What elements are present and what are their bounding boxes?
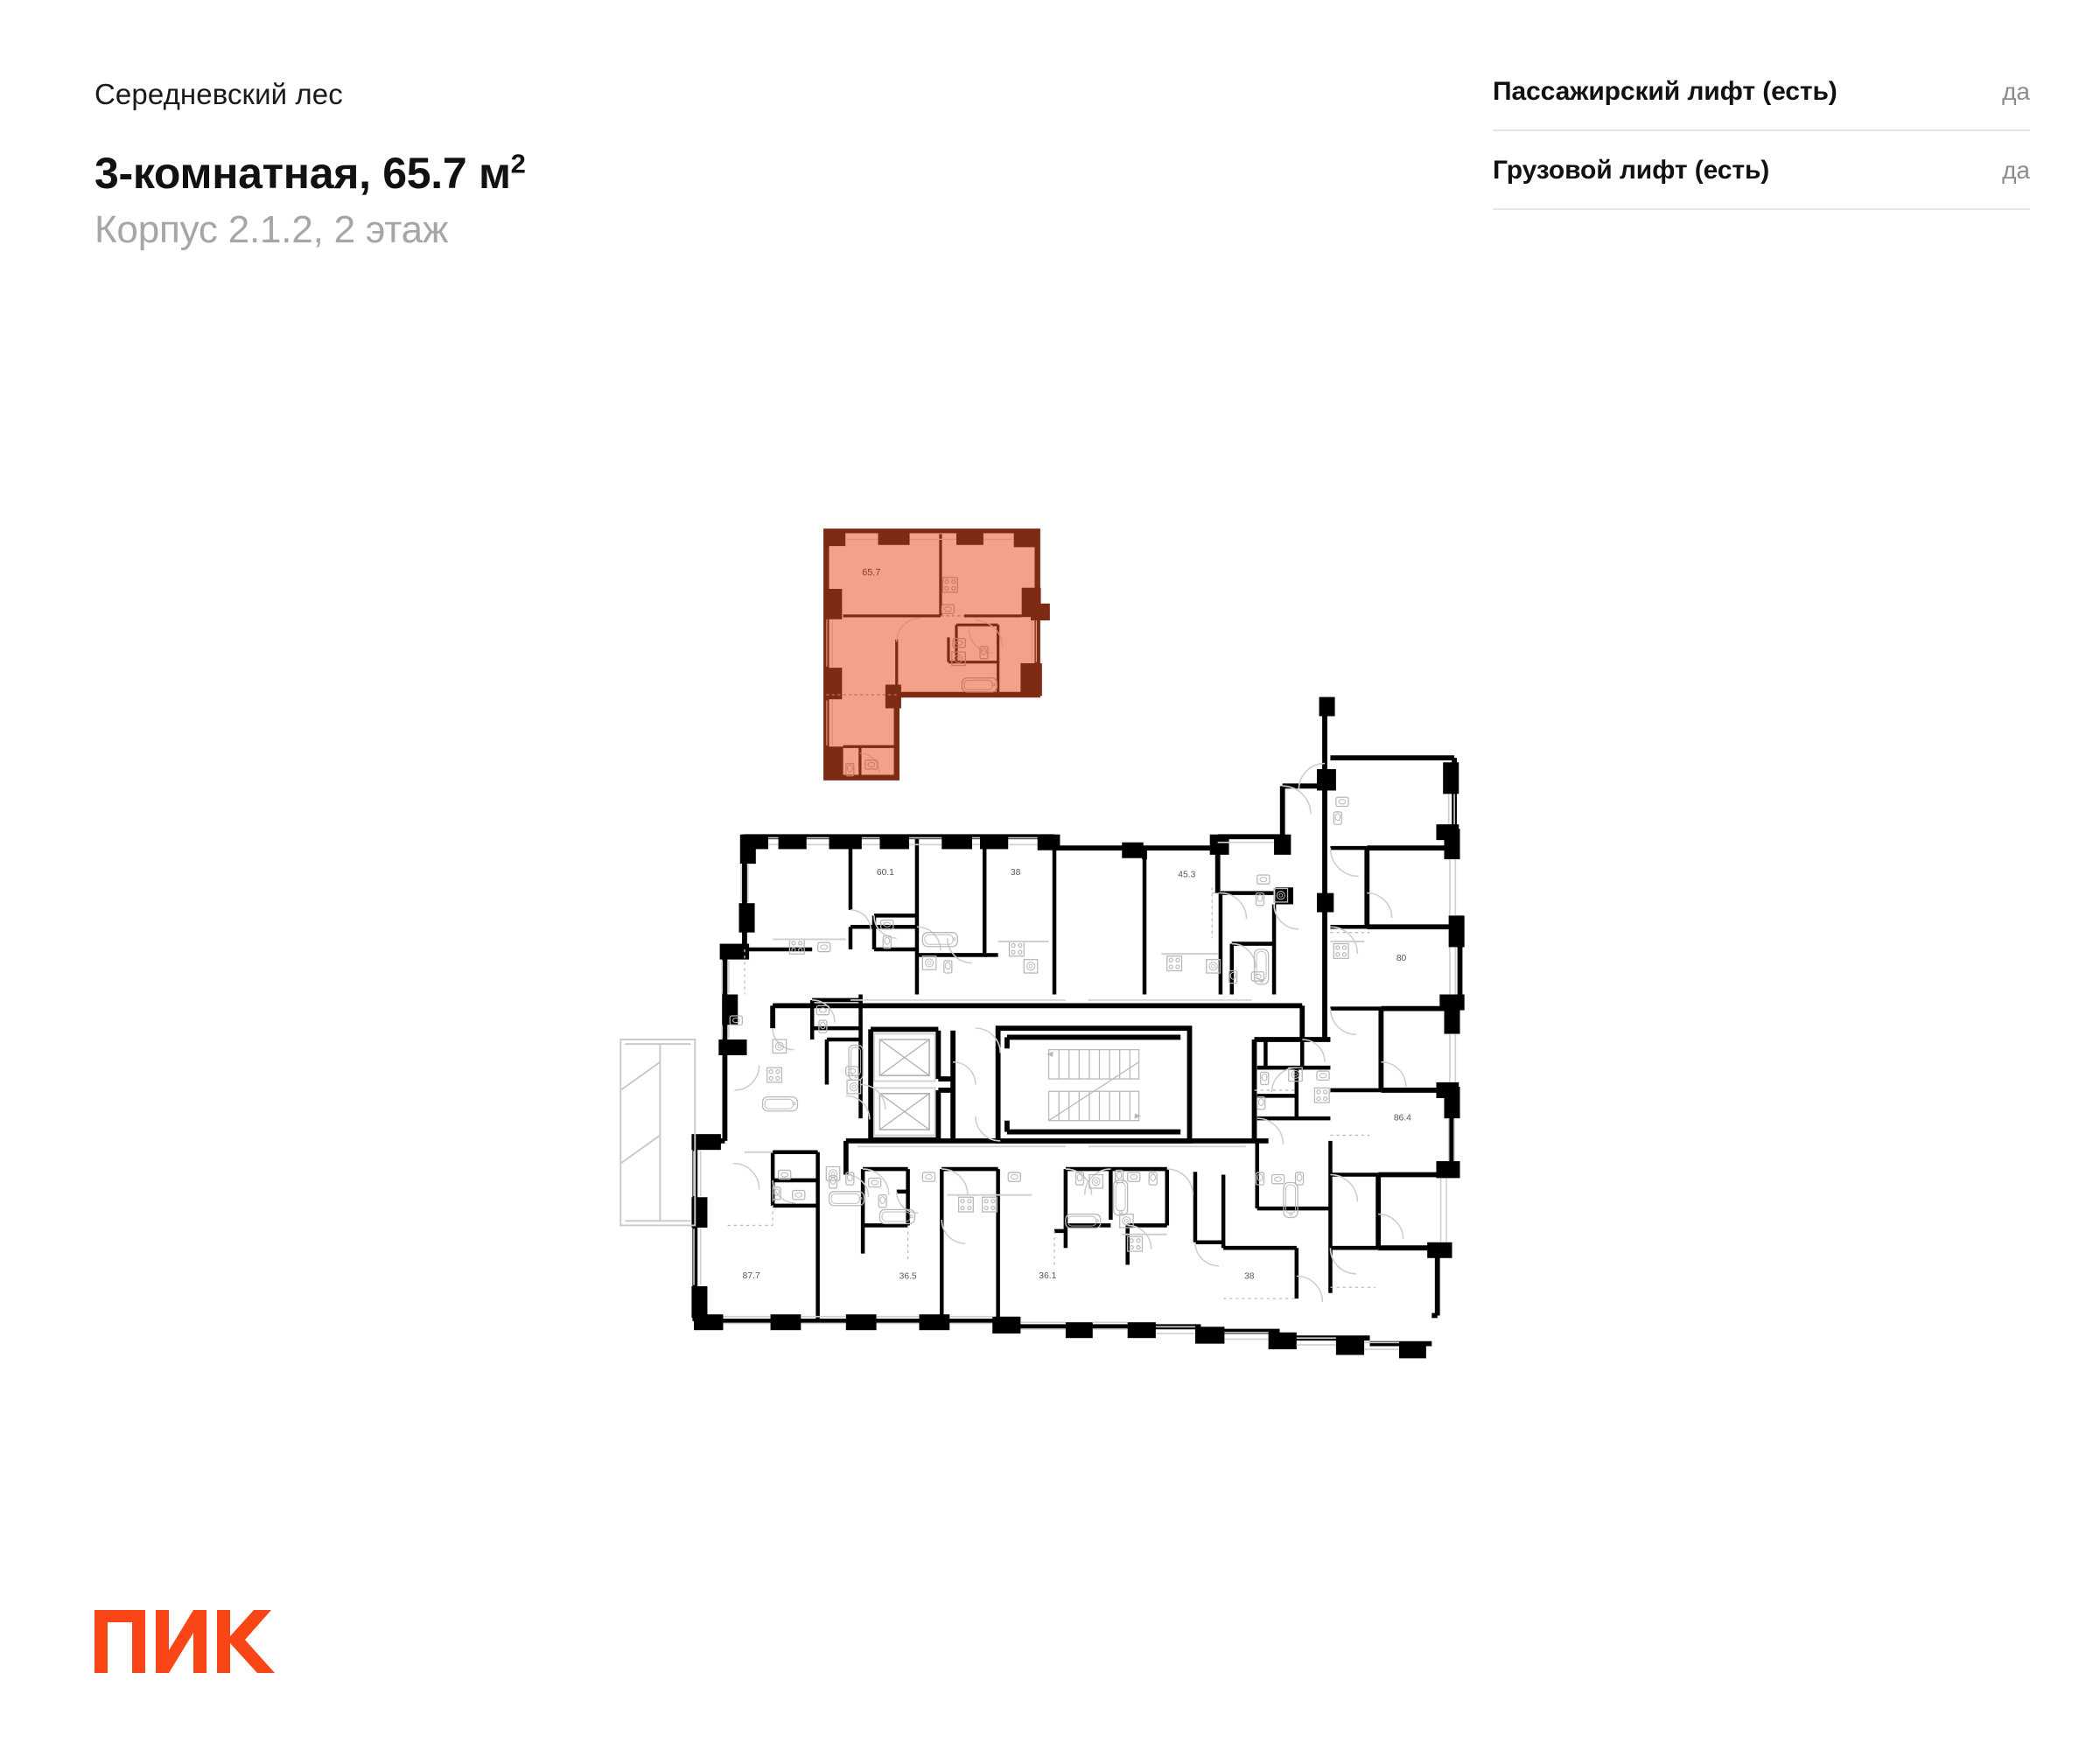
spec-row-passenger-elevator: Пассажирский лифт (есть) да	[1493, 77, 2030, 131]
area-label: 38	[1011, 868, 1021, 878]
highlight-doors	[859, 617, 1004, 773]
spec-value: да	[2002, 157, 2030, 184]
flat-title-text: 3-комнатная, 65.7 м	[94, 148, 511, 198]
floor-plan[interactable]: 65.7	[604, 499, 1505, 1400]
highlighted-apartment[interactable]: 65.7	[823, 528, 1050, 780]
dashed-lines	[727, 887, 1376, 1299]
area-label: 45.3	[1178, 871, 1195, 880]
flat-subtitle: Корпус 2.1.2, 2 этаж	[94, 208, 449, 252]
passenger-elevator-shaft	[873, 1032, 936, 1082]
windows	[693, 794, 1457, 1350]
header: Середневский лес 3-комнатная, 65.7 м2 Ко…	[94, 77, 1057, 254]
highlight-fill	[826, 531, 1038, 778]
area-label: 38	[1244, 1272, 1255, 1282]
page-title: 3-комнатная, 65.7 м2	[94, 149, 1057, 200]
area-label: 36.1	[1039, 1271, 1056, 1281]
specs-panel: Пассажирский лифт (есть) да Грузовой лиф…	[1493, 77, 2030, 210]
elevator-shafts	[868, 1026, 956, 1143]
fixtures	[729, 796, 1349, 1252]
spec-row-freight-elevator: Грузовой лифт (есть) да	[1493, 156, 2030, 210]
area-label: 80	[1396, 954, 1407, 963]
pik-logo-svg	[94, 1610, 275, 1673]
square-meter-superscript: 2	[510, 147, 526, 178]
area-label: 86.4	[1394, 1114, 1411, 1124]
structural-piers	[691, 696, 1465, 1359]
project-name: Середневский лес	[94, 78, 343, 110]
highlight-columns	[823, 528, 1050, 779]
pik-logo[interactable]	[94, 1610, 278, 1689]
area-label: 87.7	[743, 1271, 760, 1281]
highlight-windows	[826, 533, 1038, 746]
building-body	[620, 696, 1465, 1359]
counters	[744, 938, 1365, 1236]
spec-label: Грузовой лифт (есть)	[1493, 156, 1770, 185]
floor-plan-svg[interactable]: 65.7	[604, 499, 1505, 1400]
spec-label: Пассажирский лифт (есть)	[1493, 77, 1838, 106]
freight-elevator-shaft	[873, 1087, 936, 1137]
area-label: 60.1	[877, 868, 894, 878]
highlighted-area-label: 65.7	[862, 568, 880, 578]
area-label: 36.5	[900, 1272, 917, 1282]
area-labels: 60.1 38 45.3 80 86.4 87.7 36.5 36.1 38	[743, 868, 1411, 1282]
stair-treads	[1046, 1048, 1142, 1122]
balcony	[620, 1039, 696, 1227]
highlight-interior-walls	[843, 533, 1022, 778]
spec-value: да	[2002, 78, 2030, 105]
stairwell	[995, 1026, 1193, 1144]
